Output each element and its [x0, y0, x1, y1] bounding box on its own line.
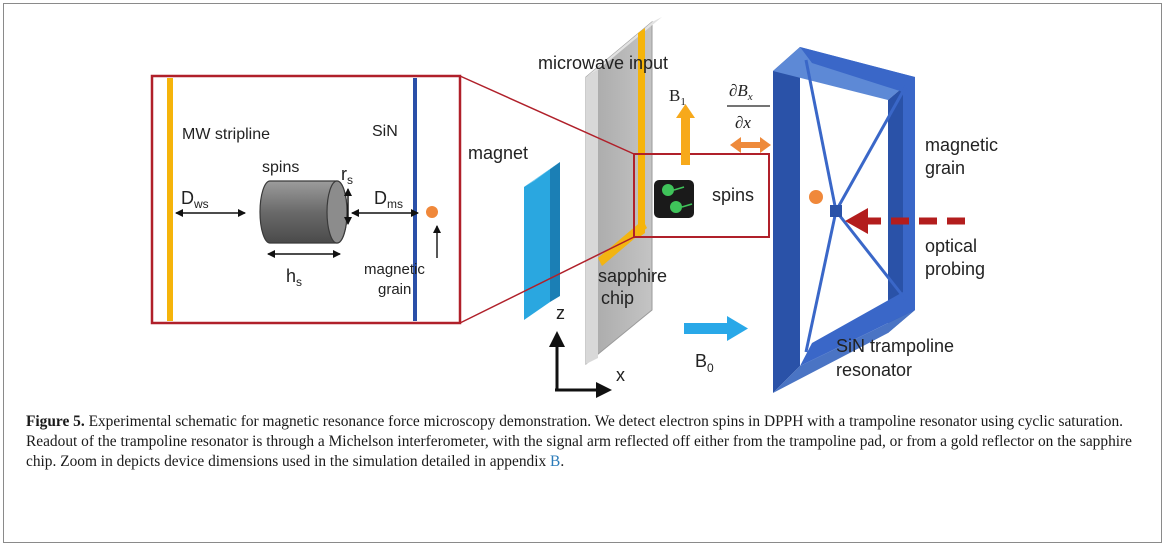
figure-caption: Figure 5. Experimental schematic for mag…: [26, 412, 1138, 472]
magnetic-grain-line1: magnetic: [925, 135, 998, 155]
sapphire-chip: [585, 17, 662, 366]
b1-arrow: [676, 104, 695, 165]
trampoline-resonator: [773, 47, 915, 393]
caption-label: Figure 5.: [26, 413, 85, 430]
trampoline-grain: [809, 190, 823, 204]
magnet-label: magnet: [468, 143, 528, 163]
rs-label: rs: [341, 164, 353, 187]
caption-text: Experimental schematic for magnetic reso…: [26, 413, 1132, 470]
axis-z-label: z: [556, 303, 565, 323]
optical-probing-arrow: [845, 208, 965, 234]
sapphire-label-line2: chip: [601, 288, 634, 308]
zoom-inset: MW stripline SiN spins rs Dws Dms magnet…: [150, 74, 462, 325]
svg-text:∂x: ∂x: [735, 113, 751, 132]
spins-label: spins: [262, 159, 299, 176]
microwave-input-label: microwave input: [538, 53, 668, 73]
mw-stripline: [167, 78, 173, 321]
spin-cylinder: [259, 180, 348, 244]
magnetic-grain-line2: grain: [925, 158, 965, 178]
magnetic-grain-dot: [426, 206, 438, 218]
b0-arrow: [684, 316, 748, 341]
spins-main-label: spins: [712, 185, 754, 205]
svg-text:∂Bx: ∂Bx: [729, 81, 753, 103]
caption-end: .: [560, 453, 565, 470]
gradient-label: ∂Bx ∂x: [727, 81, 770, 132]
appendix-link[interactable]: B: [550, 453, 561, 470]
trampoline-label-line1: SiN trampoline: [836, 336, 954, 356]
dws-label: Dws: [181, 188, 209, 211]
grain-label-line2: grain: [378, 281, 411, 298]
sin-label: SiN: [372, 123, 398, 140]
b1-label: B1: [669, 86, 686, 108]
axes-indicator: [549, 331, 612, 398]
trampoline-label-line2: resonator: [836, 360, 912, 380]
magnet-block: [524, 162, 560, 320]
stripline-label: MW stripline: [182, 126, 270, 143]
b0-label: B0: [695, 351, 714, 375]
dms-label: Dms: [374, 188, 403, 211]
chip-stripline: [638, 28, 645, 238]
optical-label-line2: probing: [925, 259, 985, 279]
gradient-arrow: [730, 137, 771, 153]
sapphire-label-line1: sapphire: [598, 266, 667, 286]
sin-line: [413, 78, 417, 321]
spins-box: [633, 153, 770, 238]
figure-schematic: MW stripline SiN spins rs Dws Dms magnet…: [150, 17, 998, 398]
optical-label-line1: optical: [925, 236, 977, 256]
grain-label-line1: magnetic: [364, 261, 425, 278]
axis-x-label: x: [616, 365, 625, 385]
figure-frame: [3, 3, 1162, 543]
zoom-box: [150, 74, 462, 325]
hs-label: hs: [286, 266, 302, 289]
